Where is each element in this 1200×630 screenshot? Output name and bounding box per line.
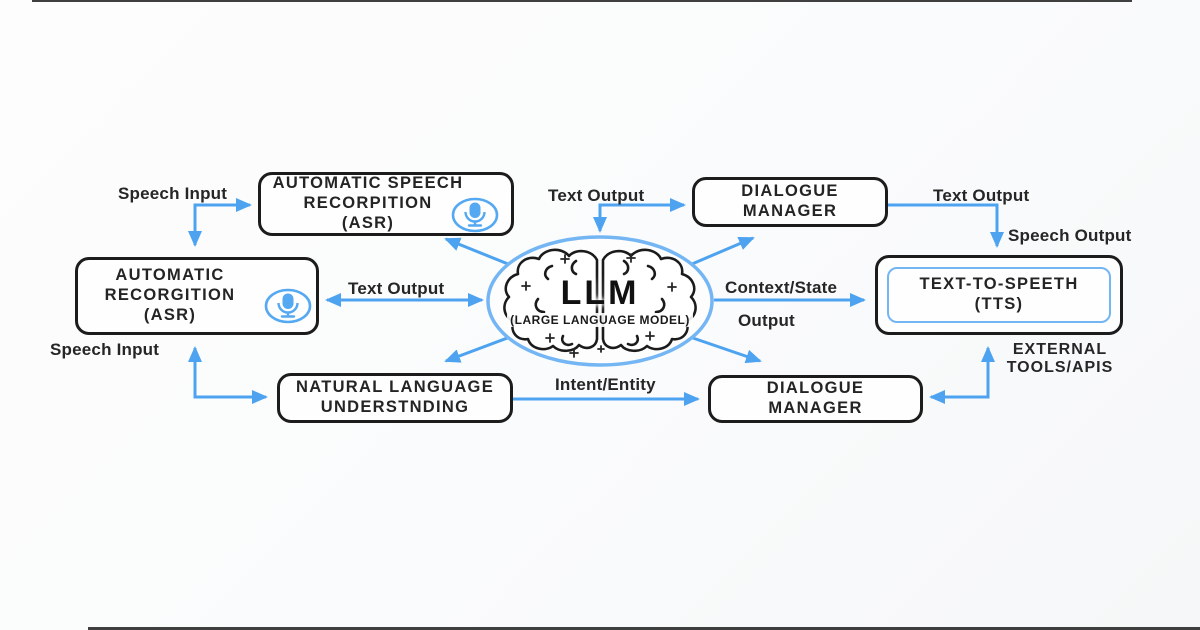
node-dialogue-manager-bottom: DIALOGUE MANAGER xyxy=(708,375,923,423)
label-external-tools: EXTERNAL TOOLS/APIS xyxy=(995,341,1125,376)
node-nlu: NATURAL LANGUAGE UNDERSTNDING xyxy=(277,373,513,423)
node-line: (ASR) xyxy=(341,213,395,232)
arrow-external-tools xyxy=(929,346,995,404)
label-external-line2: TOOLS/APIS xyxy=(1006,358,1114,376)
node-line: AUTOMATIC xyxy=(115,266,225,285)
node-line: UNDERSTNDING xyxy=(320,398,470,416)
node-line: MANAGER xyxy=(768,399,863,417)
node-line: TEXT-TO-SPEETH xyxy=(919,275,1079,294)
node-asr-top: AUTOMATIC SPEECH RECORPITION (ASR) xyxy=(258,172,514,236)
label-text-output-right: Text Output xyxy=(933,186,1030,205)
microphone-icon xyxy=(264,288,312,324)
label-text-output-left: Text Output xyxy=(348,279,445,298)
node-line: NATURAL LANGUAGE xyxy=(295,378,494,397)
node-asr-left: AUTOMATIC RECORGITION (ASR) xyxy=(75,257,319,335)
arrow-llm-to-asr-top xyxy=(444,237,514,268)
node-line: MANAGER xyxy=(742,202,838,220)
label-text-output-top: Text Output xyxy=(548,186,645,205)
arrow-llm-to-dm-top xyxy=(691,236,755,266)
bottom-border-artifact xyxy=(88,627,1200,630)
node-line: AUTOMATIC SPEECH xyxy=(272,174,464,193)
arrow-text-output-right xyxy=(887,203,1004,248)
node-line: (ASR) xyxy=(143,305,197,324)
node-line: RECORGITION xyxy=(104,286,236,305)
microphone-icon xyxy=(451,197,499,233)
label-context-state-output: Output xyxy=(738,311,795,330)
node-line: (TTS) xyxy=(974,295,1024,313)
label-context-state: Context/State xyxy=(725,278,838,297)
arrow-text-output-top xyxy=(593,198,686,233)
node-line: RECORPITION xyxy=(303,194,433,213)
node-tts: TEXT-TO-SPEETH (TTS) xyxy=(875,255,1123,335)
top-border-artifact xyxy=(32,0,1132,2)
arrow-llm-to-dm-bottom xyxy=(689,335,762,364)
label-intent-entity: Intent/Entity xyxy=(555,375,656,394)
node-line: DIALOGUE xyxy=(766,379,865,398)
sparkle-icons xyxy=(521,253,677,358)
node-line: DIALOGUE xyxy=(741,182,839,201)
arrow-speech-input-top xyxy=(188,198,252,247)
label-speech-input-bottom: Speech Input xyxy=(50,340,160,359)
label-external-line1: EXTERNAL xyxy=(1012,341,1108,358)
arrow-group xyxy=(188,198,1004,406)
tts-inner-box: TEXT-TO-SPEETH (TTS) xyxy=(887,267,1111,323)
label-speech-output: Speech Output xyxy=(1008,226,1132,245)
arrow-speech-input-bottom xyxy=(188,346,268,404)
node-dialogue-manager-top: DIALOGUE MANAGER xyxy=(692,177,888,227)
label-speech-input-top: Speech Input xyxy=(118,184,228,203)
arrow-llm-to-nlu xyxy=(444,335,511,363)
